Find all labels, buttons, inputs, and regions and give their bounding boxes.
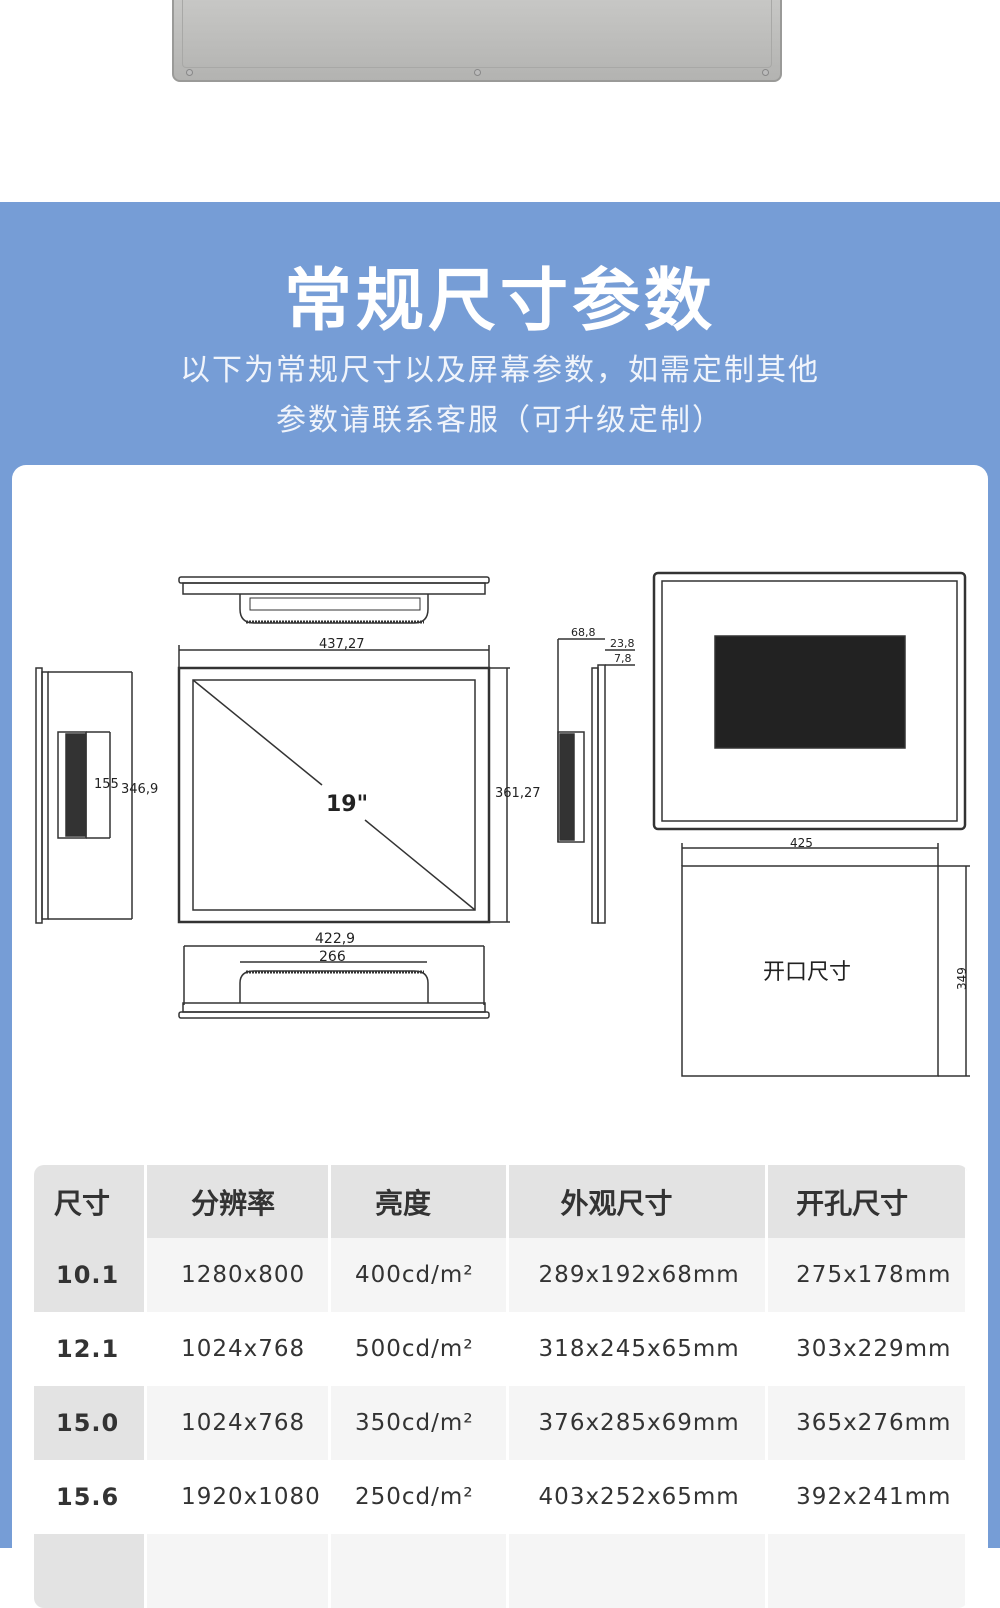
dim-cutout-height: 349 [955,967,969,990]
section-subtitle-line1: 以下为常规尺寸以及屏幕参数，如需定制其他 [180,353,820,388]
cell-cutout: 365x276mm [766,1386,968,1460]
cell-dimensions: 376x285x69mm [507,1386,769,1460]
cutout-drawing [681,843,970,1077]
cell-size: 12.1 [34,1312,148,1386]
cell-resolution: 1280x800 [145,1238,332,1312]
cell-cutout: 275x178mm [766,1238,968,1312]
table-header-row: 尺寸 分辨率 亮度 外观尺寸 开孔尺寸 [34,1165,968,1238]
table-row: 15.6 1920x1080 250cd/m² 403x252x65mm 392… [34,1460,968,1534]
cell-resolution: 1920x1080 [145,1460,332,1534]
section-title: 常规尺寸参数 [283,262,716,341]
cutout-label: 开口尺寸 [763,960,851,985]
screw-icon [474,69,481,76]
cell-brightness: 500cd/m² [329,1312,509,1386]
header-cutout: 开孔尺寸 [766,1165,968,1238]
cell-dimensions: 289x192x68mm [507,1238,769,1312]
right-side-view-drawing [557,638,635,924]
table-row: 10.1 1280x800 400cd/m² 289x192x68mm 275x… [34,1238,968,1312]
cell-cutout: 392x241mm [766,1460,968,1534]
cell-size: 15.0 [34,1386,148,1460]
table-row-partial [34,1534,968,1608]
header-resolution: 分辨率 [145,1165,332,1238]
dim-depth-a: 23,8 [610,637,635,650]
cell-size: 10.1 [34,1238,148,1312]
cell-dimensions: 318x245x65mm [507,1312,769,1386]
dim-side-outer: 346,9 [121,782,158,797]
cell-brightness: 350cd/m² [329,1386,509,1460]
dim-bottom-inner: 266 [319,949,346,965]
cell-brightness: 400cd/m² [329,1238,509,1312]
top-view-drawing [178,576,490,624]
screw-icon [762,69,769,76]
section-subtitle-line2: 参数请联系客服（可升级定制） [276,403,724,438]
dim-depth-b: 7,8 [614,652,632,665]
cell-resolution: 1024x768 [145,1312,332,1386]
header-size: 尺寸 [34,1165,148,1238]
header-dimensions: 外观尺寸 [507,1165,769,1238]
back-view-drawing [652,571,967,831]
dim-depth-total: 68,8 [571,626,596,639]
table-row: 15.0 1024x768 350cd/m² 376x285x69mm 365x… [34,1386,968,1460]
dim-side-inner: 155 [94,777,119,792]
dim-bottom-outer: 422,9 [315,931,355,947]
spec-table: 尺寸 分辨率 亮度 外观尺寸 开孔尺寸 10.1 1280x800 400cd/… [34,1165,968,1608]
screw-icon [186,69,193,76]
cell-cutout: 303x229mm [766,1312,968,1386]
product-photo-area [0,0,1000,202]
dimension-drawing: 437,27 19" 361,27 155 346,9 422,9 266 68… [35,571,970,1077]
cell-dimensions: 403x252x65mm [507,1460,769,1534]
cell-resolution: 1024x768 [145,1386,332,1460]
table-row: 12.1 1024x768 500cd/m² 318x245x65mm 303x… [34,1312,968,1386]
screen-size-label: 19" [326,792,368,817]
cell-size: 15.6 [34,1460,148,1534]
left-side-view-drawing [35,667,133,924]
front-view-drawing [177,645,510,924]
header-brightness: 亮度 [329,1165,509,1238]
dim-cutout-width: 425 [790,836,813,850]
dim-width-top: 437,27 [319,637,365,652]
cell-brightness: 250cd/m² [329,1460,509,1534]
product-panel-image [172,0,782,82]
bottom-view-drawing [178,945,490,1019]
dim-height-right: 361,27 [495,786,541,801]
